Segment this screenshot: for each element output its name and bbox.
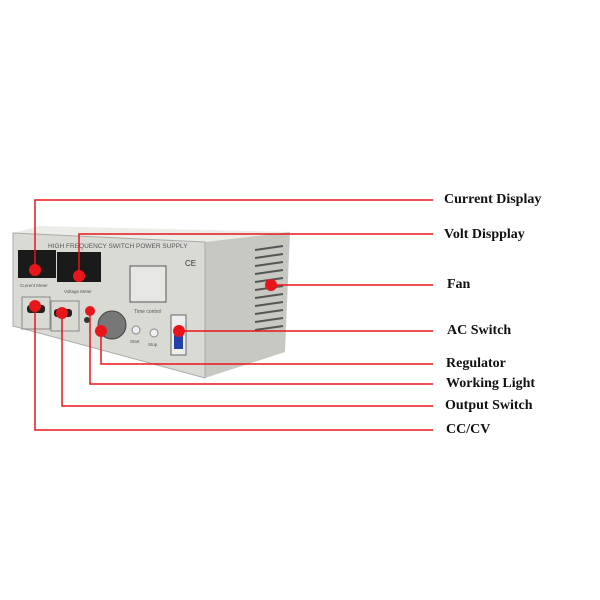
cc-cv-switch-box <box>21 296 51 330</box>
time-control-window <box>129 265 167 303</box>
label-fan: Fan <box>447 277 471 292</box>
label-cc-cv: CC/CV <box>446 422 491 437</box>
callout-dot-working-light <box>85 306 95 316</box>
callout-dot-fan <box>265 279 277 291</box>
callout-line-cc-cv <box>34 306 433 431</box>
callout-line-current-display <box>34 199 433 270</box>
ac-breaker-lever[interactable] <box>174 335 183 349</box>
callout-dot-cc-cv <box>29 300 41 312</box>
start-button[interactable] <box>131 325 141 335</box>
callout-dot-output-switch <box>56 307 68 319</box>
fan-grille <box>254 245 284 331</box>
callout-dots <box>29 264 277 337</box>
label-volt-display: Volt Dispplay <box>444 227 525 242</box>
working-light <box>84 317 90 323</box>
device-title: HIGH FREQUENCY SWITCH POWER SUPPLY <box>48 243 188 250</box>
callout-line-output-switch <box>61 313 433 407</box>
label-ac-switch: AC Switch <box>447 323 512 338</box>
callout-dot-volt-display <box>73 270 85 282</box>
side-panel <box>205 232 290 378</box>
voltage-meter-label: Voltage Meter <box>64 289 92 294</box>
label-regulator: Regulator <box>446 356 506 371</box>
start-label: Start <box>130 339 140 344</box>
label-output-switch: Output Switch <box>445 398 533 413</box>
callout-lines <box>34 199 433 431</box>
callout-dot-ac-switch <box>173 325 185 337</box>
callout-dot-current-display <box>29 264 41 276</box>
stop-label: Stop <box>148 342 158 347</box>
time-control-label: Time control <box>134 309 161 315</box>
stop-button[interactable] <box>149 328 159 338</box>
callout-line-working-light <box>89 311 433 385</box>
callout-line-regulator <box>100 331 433 365</box>
output-switch-box <box>50 300 80 332</box>
callout-dot-regulator <box>95 325 107 337</box>
power-supply-unit: HIGH FREQUENCY SWITCH POWER SUPPLY CE Cu… <box>12 226 290 379</box>
label-working-light: Working Light <box>446 376 536 391</box>
callout-line-volt-display <box>78 233 433 276</box>
ce-mark: CE <box>185 259 196 268</box>
current-meter-label: Current Meter <box>20 283 48 288</box>
label-current-display: Current Display <box>444 192 542 207</box>
